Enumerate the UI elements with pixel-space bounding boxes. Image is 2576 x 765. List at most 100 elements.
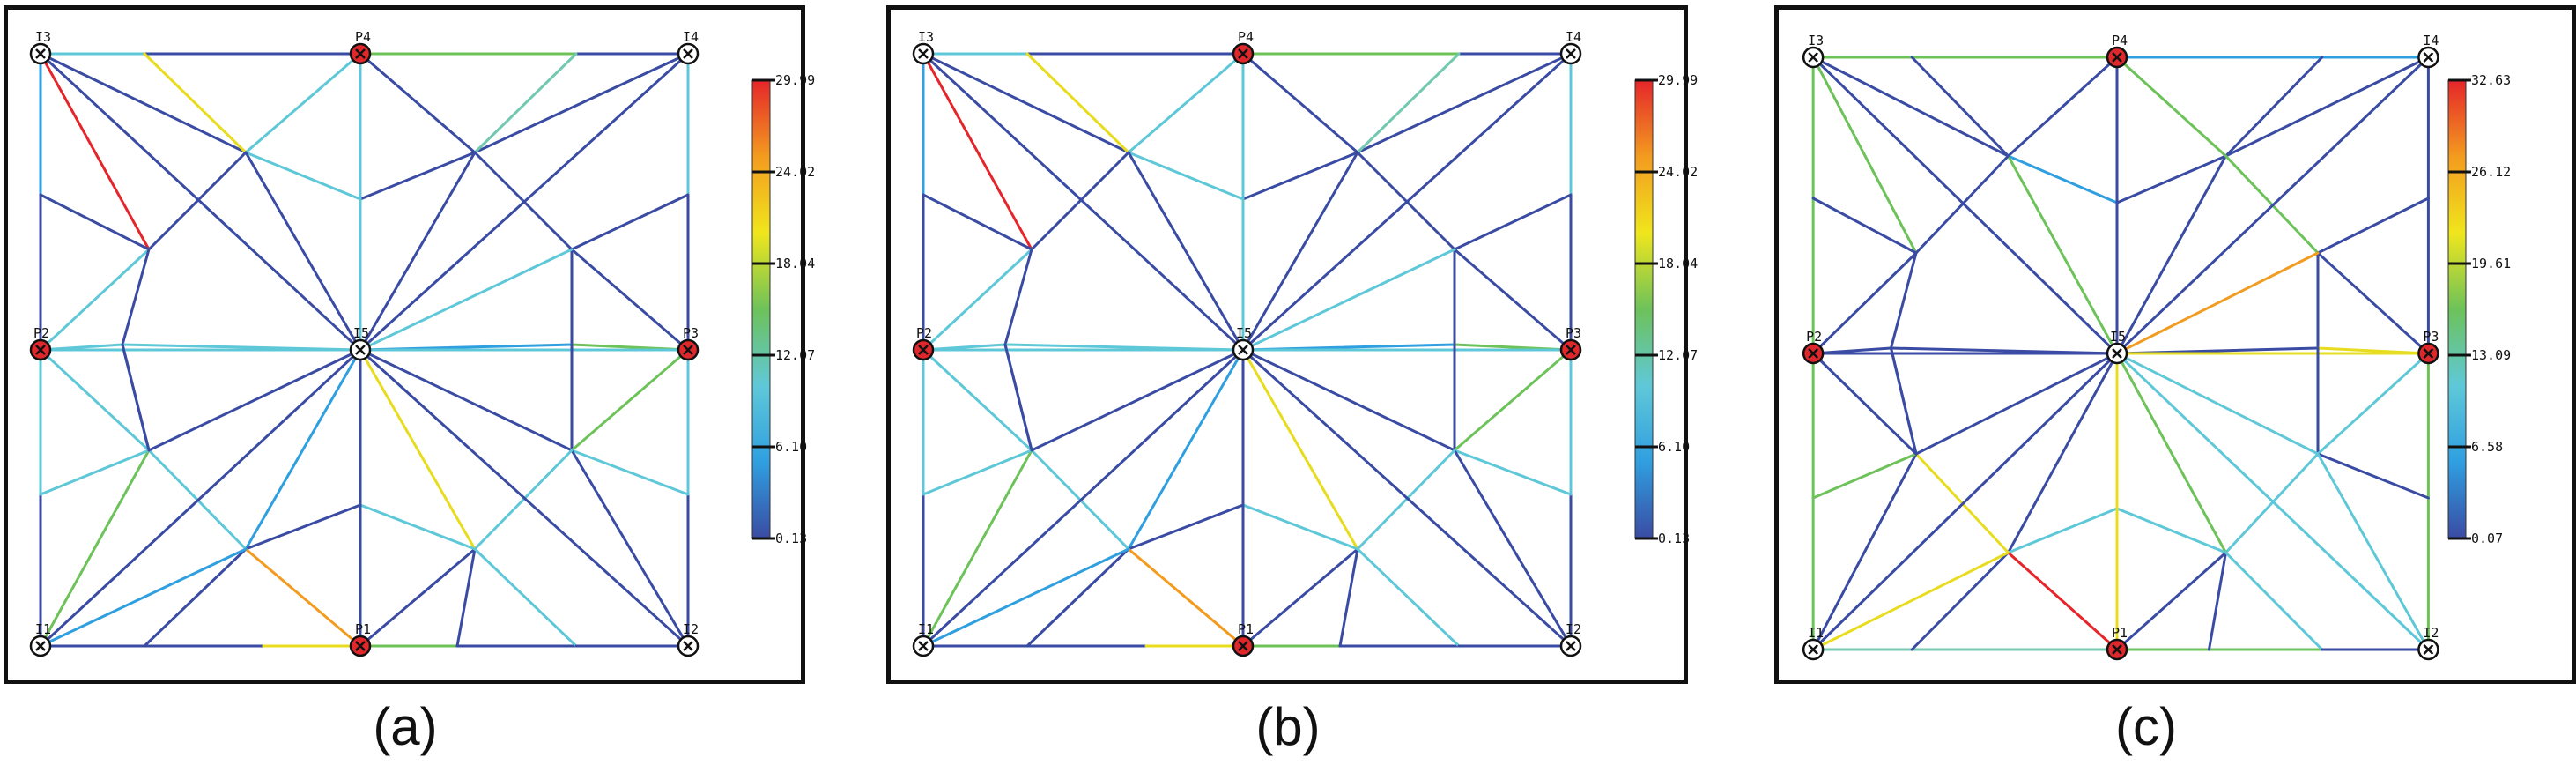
colorbar-tick-label: 0.13 [775, 531, 807, 546]
node-label-i5: I5 [2110, 329, 2126, 345]
mesh-edge-l-k [2115, 507, 2227, 554]
node-label-i1: I1 [918, 621, 934, 637]
node-label-p1: P1 [2112, 625, 2128, 641]
mesh-edge-f-a [1890, 251, 1918, 350]
node-p1: P1 [349, 621, 372, 657]
mesh-edge-l-q8 [473, 547, 578, 648]
mesh-edge-I1-I5 [39, 348, 362, 648]
node-i4: I4 [1559, 29, 1582, 65]
mesh-edge-I5-I2 [2115, 352, 2430, 651]
caption-b: (b) [1255, 697, 1321, 756]
mesh-edge-g-P3 [1453, 248, 1573, 352]
node-label-i1: I1 [35, 621, 51, 637]
mesh-edge-j-k [1127, 503, 1245, 551]
mesh-edge-I5-i [2115, 352, 2320, 456]
node-i1: I1 [912, 621, 935, 657]
node-p4: P4 [2106, 33, 2128, 69]
mesh-edge-I1-I5 [922, 348, 1245, 648]
mesh-edge-f-a [121, 248, 151, 346]
mesh-edge-I4-I5 [2115, 56, 2430, 355]
colorbar-tick-label: 18.04 [775, 256, 815, 271]
mesh-edge-e-d [359, 151, 477, 201]
mesh-edge-i-I2 [570, 449, 690, 648]
mesh-edge-I5-i [1241, 348, 1456, 452]
colorbar-tick-label: 0.07 [2471, 531, 2503, 546]
node-label-p3: P3 [683, 325, 699, 341]
mesh-edge-I3-c [39, 52, 248, 154]
mesh-edge-i-P3 [1453, 348, 1573, 452]
mesh-edge-c-f [147, 151, 248, 251]
mesh-edge-f-q9 [39, 193, 151, 251]
mesh-edge-j-I1 [922, 547, 1130, 648]
mesh-edge-j-I1 [1811, 551, 2010, 651]
colorbar-gradient [2447, 79, 2467, 539]
mesh-edge-j-q5 [1025, 547, 1130, 648]
mesh-edge-e-P4 [359, 52, 477, 154]
mesh-edge-l-P1 [2115, 551, 2227, 651]
mesh-edge-e-d [2115, 154, 2227, 204]
node-label-i2: I2 [683, 621, 699, 637]
colorbar-tick-label: 29.99 [1658, 72, 1698, 88]
caption-a: (a) [373, 697, 438, 756]
mesh-edge-i-l [2224, 452, 2320, 554]
node-label-i2: I2 [1566, 621, 1581, 637]
mesh-edge-f-q9 [1811, 197, 1918, 255]
node-label-p2: P2 [1806, 329, 1822, 345]
node-label-p3: P3 [1566, 325, 1581, 341]
mesh-edge-h-q10 [39, 449, 151, 496]
node-p2: P2 [1802, 329, 1825, 365]
mesh-edge-l-k [359, 503, 477, 551]
node-label-i4: I4 [2423, 33, 2439, 48]
node-label-i4: I4 [683, 29, 699, 45]
mesh-edge-q1-c [1910, 56, 2010, 158]
node-i3: I3 [29, 29, 52, 65]
colorbar-tick-label: 12.07 [775, 347, 815, 363]
node-label-i1: I1 [1808, 625, 1824, 641]
mesh-edge-h-I5 [1914, 352, 2119, 456]
node-label-p3: P3 [2423, 329, 2439, 345]
mesh-edge-h-q10 [1811, 452, 1918, 500]
colorbar-tick-label: 29.99 [775, 72, 815, 88]
node-p3: P3 [2417, 329, 2439, 365]
mesh-edge-i-q12 [2316, 452, 2430, 500]
mesh-edge-h-I5 [147, 348, 362, 452]
mesh-edge-h-a [1890, 346, 1918, 456]
node-i2: I2 [1559, 621, 1582, 657]
colorbar-tick-label: 12.07 [1658, 347, 1698, 363]
colorbar-tick-label: 24.02 [775, 164, 815, 180]
mesh-edge-h-P2 [922, 348, 1033, 452]
caption-c: (c) [2115, 697, 2177, 756]
mesh-edge-g-q11 [1453, 193, 1573, 251]
node-p2: P2 [29, 325, 52, 361]
colorbar-tick-label: 26.12 [2471, 164, 2511, 180]
mesh-edge-h-P2 [1811, 352, 1918, 456]
node-p3: P3 [1559, 325, 1582, 361]
colorbar-tick-label: 0.13 [1658, 531, 1690, 546]
mesh-edge-I5-j [244, 348, 362, 551]
mesh-edge-j-k [2007, 507, 2119, 554]
mesh-edge-i-q12 [570, 449, 690, 496]
colorbar-tick-label: 19.61 [2471, 256, 2511, 271]
mesh-edge-h-a [1003, 343, 1033, 452]
mesh-edge-I4-I5 [359, 52, 690, 352]
mesh-edge-I4-I5 [1241, 52, 1573, 352]
mesh-edge-g-q11 [570, 193, 690, 251]
node-i5: I5 [1232, 325, 1255, 361]
colorbar-gradient [1634, 79, 1654, 539]
mesh-edge-g-P3 [570, 248, 690, 352]
mesh-edge-i-q12 [1453, 449, 1573, 496]
node-p4: P4 [349, 29, 372, 65]
mesh-edge-h-P2 [39, 348, 151, 452]
mesh-edge-c-I5 [244, 151, 362, 352]
mesh-edge-i-I2 [2316, 452, 2430, 651]
mesh-edge-l-k [1241, 503, 1359, 551]
colorbar-tick-label: 6.10 [1658, 439, 1690, 455]
mesh-edge-i-l [473, 449, 574, 551]
mesh-edge-I5-I2 [359, 348, 690, 648]
mesh-edge-g-I5 [1241, 248, 1456, 352]
mesh-edge-l-q7 [455, 547, 477, 648]
